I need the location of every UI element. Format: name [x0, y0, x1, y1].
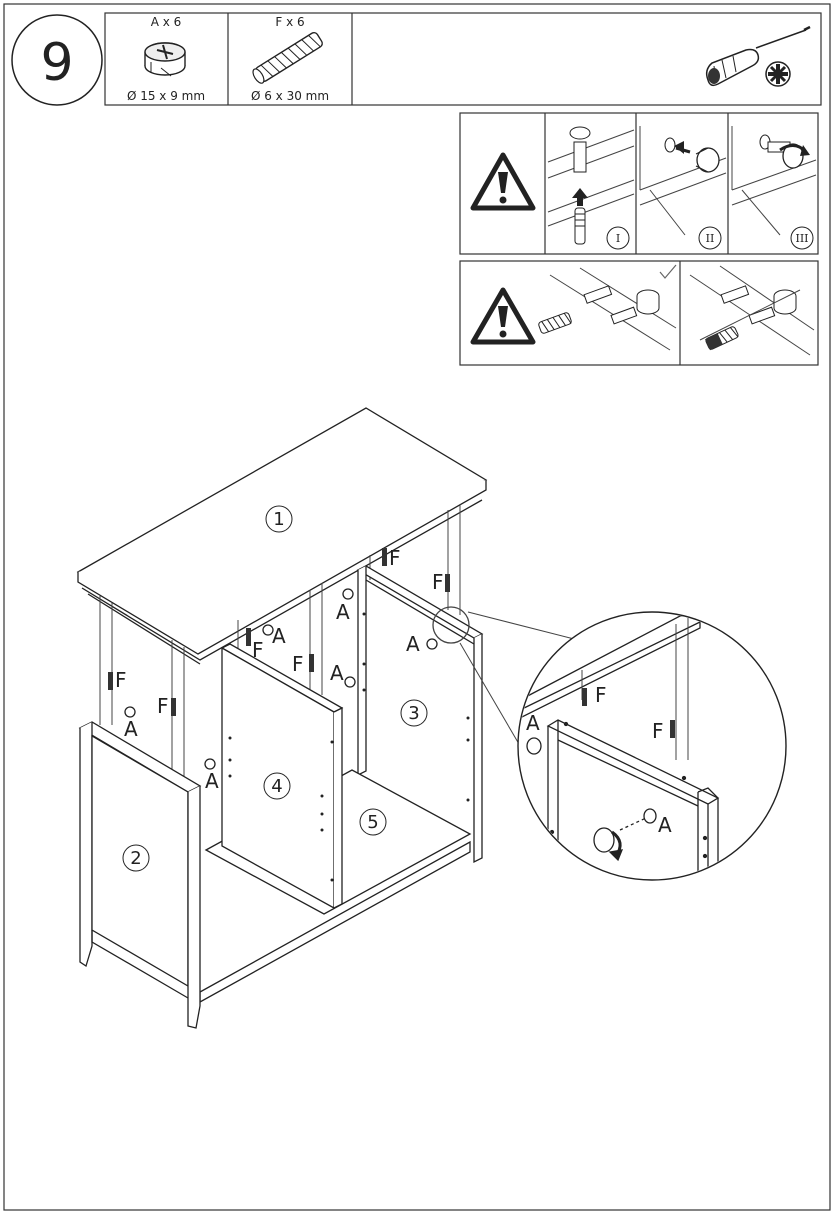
step-number: 9 [40, 33, 73, 93]
zoom-source-circle [432, 606, 470, 644]
cam-step-2-drawing: II [639, 126, 727, 250]
part-numbers: 1 2 3 4 5 [122, 505, 428, 872]
label-f: F [595, 683, 607, 707]
cabinet-assembly-drawing [76, 407, 579, 1029]
dowel-correct-drawing [538, 264, 677, 351]
label-f: F [389, 546, 401, 570]
cam-step-1-drawing: I [547, 126, 635, 250]
label-a: A [406, 632, 420, 656]
cam-step-2-label: II [706, 232, 715, 245]
wood-dowel-icon [252, 31, 323, 84]
warning-panel-cam: I II III [459, 112, 819, 255]
label-f: F [252, 638, 264, 662]
hardware-f-size: Ø 6 x 30 mm [251, 89, 329, 103]
label-a: A [330, 661, 344, 685]
cam-lock-icon [526, 737, 657, 824]
warning-triangle-icon [470, 287, 536, 345]
panel-holes [228, 612, 470, 882]
cam-lock-icon [144, 42, 186, 77]
label-f: F [115, 668, 127, 692]
page-border [3, 3, 831, 1211]
cam-step-3-drawing: III [731, 126, 817, 250]
part-1-label: 1 [273, 509, 284, 530]
checkmark-icon [659, 264, 677, 279]
hardware-f-code: F x 6 [275, 15, 304, 29]
phillips-screwdriver-icon [705, 25, 811, 87]
hardware-header [104, 12, 822, 106]
label-a: A [658, 813, 672, 837]
part-2-badge: 2 [122, 844, 150, 872]
wood-dowel-icon [108, 548, 450, 716]
hardware-item-a: A x 6 Ø 15 x 9 mm [127, 15, 205, 103]
cam-step-1-label: I [616, 232, 620, 245]
label-a: A [272, 624, 286, 648]
cam-step-3-label: III [795, 232, 808, 245]
label-f: F [157, 694, 169, 718]
label-a: A [205, 769, 219, 793]
hardware-item-f: F x 6 Ø 6 x 30 mm [251, 15, 329, 103]
part-5-label: 5 [367, 812, 378, 833]
label-f: F [432, 570, 444, 594]
label-f: F [652, 719, 664, 743]
hardware-a-code: A x 6 [151, 15, 182, 29]
step-number-badge: 9 [11, 14, 103, 106]
part-4-label: 4 [271, 776, 282, 797]
part-3-label: 3 [408, 703, 419, 724]
detail-magnified-view [517, 611, 787, 881]
dowel-incorrect-drawing [689, 265, 815, 356]
part-5-badge: 5 [359, 808, 387, 836]
warning-panel-dowel [459, 260, 819, 366]
part-2-label: 2 [130, 848, 141, 869]
part-4-badge: 4 [263, 772, 291, 800]
label-a: A [336, 600, 350, 624]
hardware-a-size: Ø 15 x 9 mm [127, 89, 205, 103]
part-3-badge: 3 [400, 699, 428, 727]
side-panel-left [78, 721, 202, 1029]
warning-triangle-icon [470, 152, 536, 211]
side-panel-right [356, 565, 484, 864]
cam-lock-icon [124, 588, 438, 770]
hardware-callouts: F F F F F F F F A A A A A A A A [115, 546, 672, 837]
part-1-badge: 1 [265, 505, 293, 533]
label-a: A [124, 717, 138, 741]
label-a: A [526, 711, 540, 735]
label-f: F [292, 652, 304, 676]
